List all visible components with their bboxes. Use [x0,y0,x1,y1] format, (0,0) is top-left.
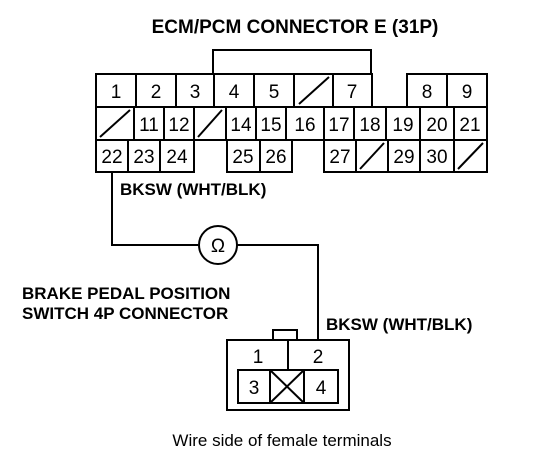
ecm-cell-28-slash [359,142,385,170]
switch-cell-4 [303,369,339,404]
ecm-connector-key [212,49,372,74]
ecm-connector: 1 2 3 4 5 7 8 9 11 12 [95,49,488,173]
ecm-terminal-label: 15 [260,115,281,136]
ohm-symbol: Ω [211,236,225,257]
ecm-terminal-label: 29 [393,147,414,168]
ecm-terminal-label: 30 [426,147,447,168]
ecm-terminal-label: 18 [359,115,380,136]
switch-terminal-label: 4 [316,378,327,399]
ecm-cell-31-blank [453,139,488,173]
ecm-cell-10-slash [99,109,131,138]
ohmmeter-circuit: Ω [111,172,319,339]
ecm-row-1: 1 2 3 4 5 7 8 9 [95,73,488,108]
caption: Wire side of female terminals [172,431,391,450]
ecm-terminal-label: 5 [269,82,280,103]
ecm-row-2: 11 12 14 15 16 17 18 19 20 21 [95,106,488,141]
wire-switch-side [237,244,319,339]
ecm-terminal-label: 21 [459,115,480,136]
switch-terminal-label: 2 [313,347,324,368]
ecm-cell-24 [159,139,195,173]
ecm-row-3: 22 23 24 25 26 27 29 30 [95,139,488,173]
switch-connector: 1 2 3 4 [226,329,350,411]
ecm-terminal-label: 20 [426,115,447,136]
ecm-terminal-label: 11 [139,115,159,136]
ecm-terminal-label: 27 [329,147,350,168]
ecm-terminal-label: 22 [101,147,122,168]
switch-wire-label: BKSW (WHT/BLK) [326,315,472,334]
ecm-terminal-label: 16 [294,115,315,136]
switch-terminal-label: 1 [253,347,264,368]
switch-connector-title-line1: BRAKE PEDAL POSITION [22,284,230,303]
ecm-terminal-label: 24 [166,147,188,168]
ecm-cell-13-slash [197,109,223,138]
ecm-terminal-label: 17 [328,115,349,136]
switch-connector-key [272,329,298,341]
ecm-terminal-label: 4 [229,82,240,103]
ecm-terminal-label: 1 [111,82,122,103]
ecm-terminal-label: 9 [462,82,473,103]
ecm-terminal-label: 3 [190,82,201,103]
ecm-terminal-label: 8 [422,82,433,103]
ecm-cell-26 [259,139,293,173]
ecm-terminal-label: 12 [168,115,189,136]
ecm-terminal-label: 19 [392,115,413,136]
ecm-terminal-label: 2 [151,82,162,103]
ecm-cell-31-slash [457,142,484,170]
switch-connector-title-line2: SWITCH 4P CONNECTOR [22,304,228,323]
ecm-terminal-label: 23 [133,147,154,168]
ecm-connector-title: ECM/PCM CONNECTOR E (31P) [152,17,439,38]
switch-terminal-label: 3 [249,378,260,399]
ecm-terminal-label: 7 [347,82,358,103]
switch-cell-blank-cross-b [269,369,305,404]
ecm-terminal-label: 25 [232,147,253,168]
ecm-terminal-label: 14 [230,115,252,136]
ecm-cell-6-slash [298,76,330,105]
wire-ecm-side [111,172,198,246]
ecm-terminal-label: 26 [265,147,286,168]
ecm-wire-label: BKSW (WHT/BLK) [120,180,266,199]
